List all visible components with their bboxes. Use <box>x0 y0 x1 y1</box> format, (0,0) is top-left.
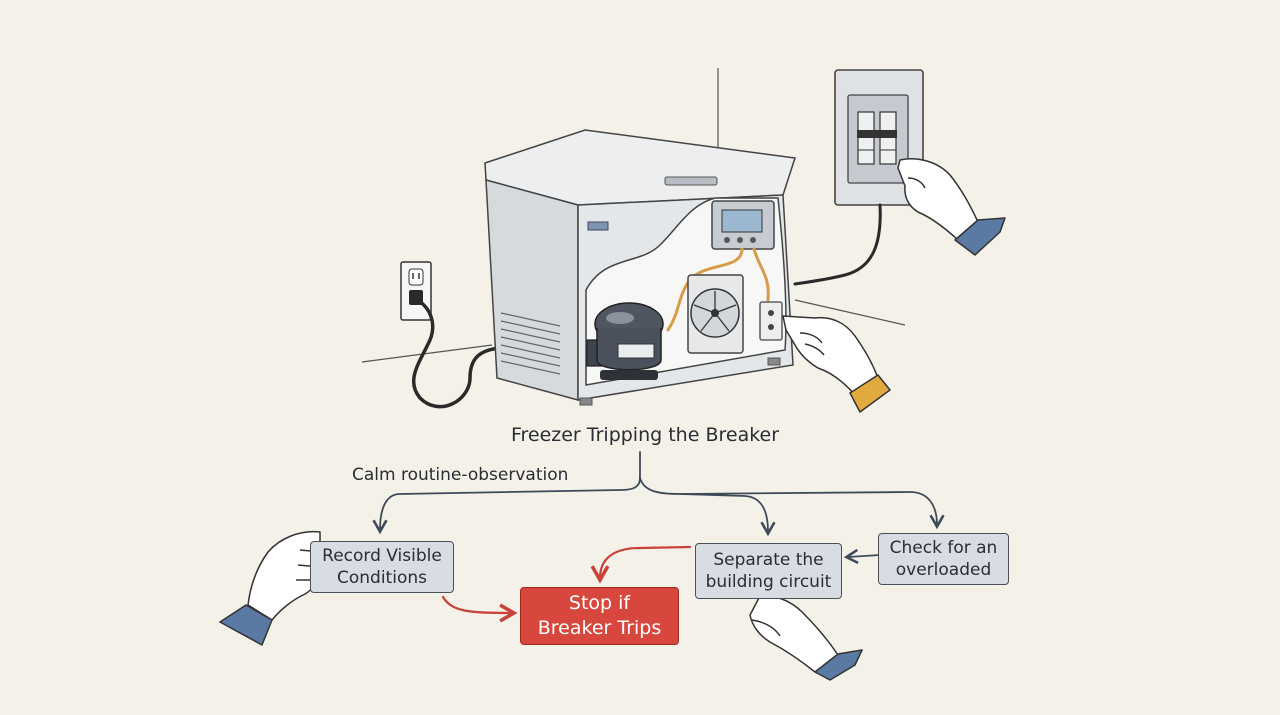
step-separate-line-1: Separate the <box>713 549 824 570</box>
arrow-record-to-stop <box>441 595 518 623</box>
diagram-title: Freezer Tripping the Breaker <box>510 424 780 446</box>
step-separate-line-2: building circuit <box>705 572 832 592</box>
hand-icon <box>749 595 863 681</box>
warning-arrows <box>441 545 692 623</box>
step-record-line-2: Conditions <box>337 568 427 588</box>
wall-outlet-icon <box>400 261 432 321</box>
arrow-check-to-separate <box>843 548 881 565</box>
hand-icon <box>219 530 323 646</box>
thermostat-display-icon <box>711 200 775 250</box>
arrow-to-separate <box>639 477 776 537</box>
arrow-separate-to-stop <box>590 545 692 584</box>
step-check-line-2: overloaded <box>895 560 992 580</box>
step-record-conditions: Record Visible Conditions <box>310 541 454 593</box>
step-separate-circuit: Separate the building circuit <box>695 543 842 599</box>
step-check-overloaded: Check for an overloaded <box>878 533 1009 585</box>
arrow-to-record <box>372 451 641 535</box>
hand-icon <box>897 158 1006 256</box>
flow-arrows <box>372 451 945 565</box>
step-stop-line-2: Breaker Trips <box>537 617 662 639</box>
freezer-socket-icon <box>759 301 783 341</box>
room-lines <box>361 68 906 363</box>
step-check-line-1: Check for an <box>889 537 998 558</box>
step-stop-if-breaker-trips: Stop if Breaker Trips <box>520 587 679 645</box>
hand-icon <box>782 315 891 413</box>
panel-cable-icon <box>793 203 882 286</box>
step-stop-line-1: Stop if <box>568 592 631 615</box>
arrow-to-check <box>679 491 945 530</box>
power-cord-icon <box>411 298 502 409</box>
step-record-line-1: Record Visible <box>322 545 442 566</box>
branch-label: Calm routine-observation <box>352 465 569 485</box>
compressor-icon <box>586 302 664 380</box>
fan-icon <box>687 274 744 354</box>
